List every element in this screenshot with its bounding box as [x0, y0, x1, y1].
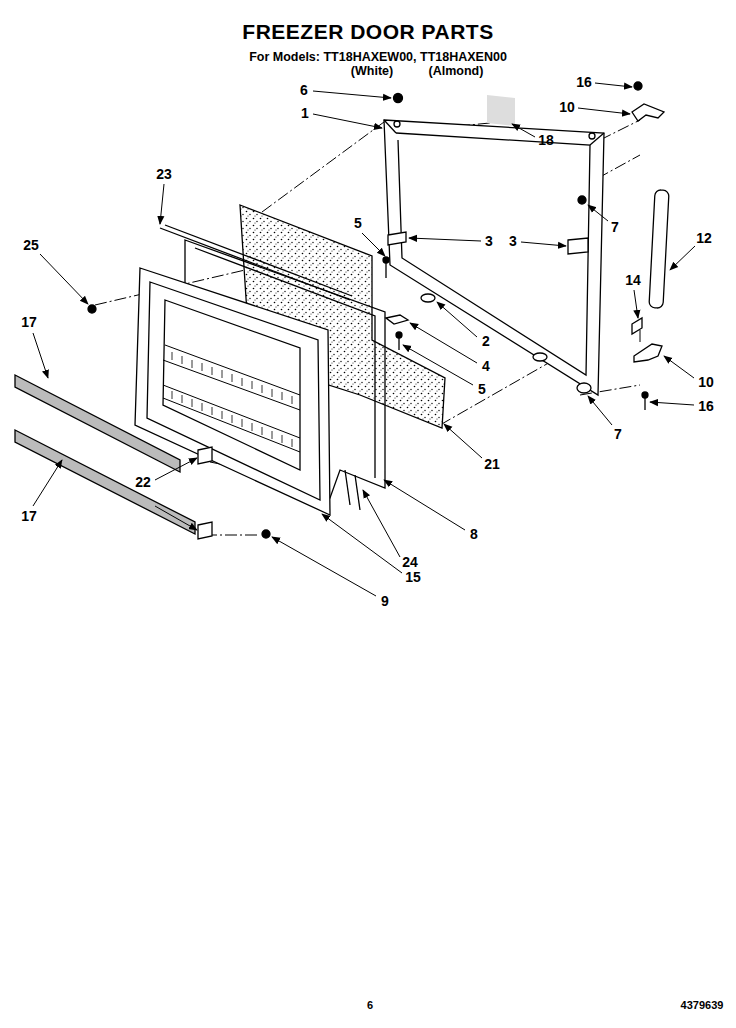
callout-number: 16: [698, 399, 714, 413]
callout-number: 8: [470, 527, 478, 541]
callout-number: 23: [156, 167, 172, 181]
callout-number: 9: [381, 594, 389, 608]
callout-number: 22: [135, 475, 151, 489]
callout-number: 1: [301, 106, 309, 120]
callout-number: 5: [478, 382, 486, 396]
callout-number: 15: [405, 570, 421, 584]
callout-number: 10: [698, 375, 714, 389]
callout-number: 5: [354, 216, 362, 230]
callout-number: 7: [614, 427, 622, 441]
model-numbers: For Models: TT18HAXEW00, TT18HAXEN00: [249, 51, 507, 64]
callout-number: 4: [482, 359, 490, 373]
callout-number: 18: [538, 133, 554, 147]
callout-number: 6: [300, 83, 308, 97]
callout-number: 16: [576, 75, 592, 89]
callout-number: 24: [402, 555, 418, 569]
callout-number: 3: [509, 234, 517, 248]
page-number: 6: [367, 1000, 373, 1011]
callout-number: 17: [21, 315, 37, 329]
callout-number: 17: [21, 509, 37, 523]
callout-number: 21: [484, 457, 500, 471]
document-number: 4379639: [681, 1000, 724, 1011]
callout-number: 14: [625, 273, 641, 287]
color-note: (Almond): [429, 65, 484, 78]
callout-number: 25: [23, 238, 39, 252]
callout-number: 12: [696, 231, 712, 245]
callout-number: 3: [485, 234, 493, 248]
callout-number: 10: [559, 100, 575, 114]
color-note: (White): [351, 65, 393, 78]
callout-number: 2: [482, 334, 490, 348]
callout-number: 7: [611, 220, 619, 234]
page-title: FREEZER DOOR PARTS: [242, 21, 493, 42]
